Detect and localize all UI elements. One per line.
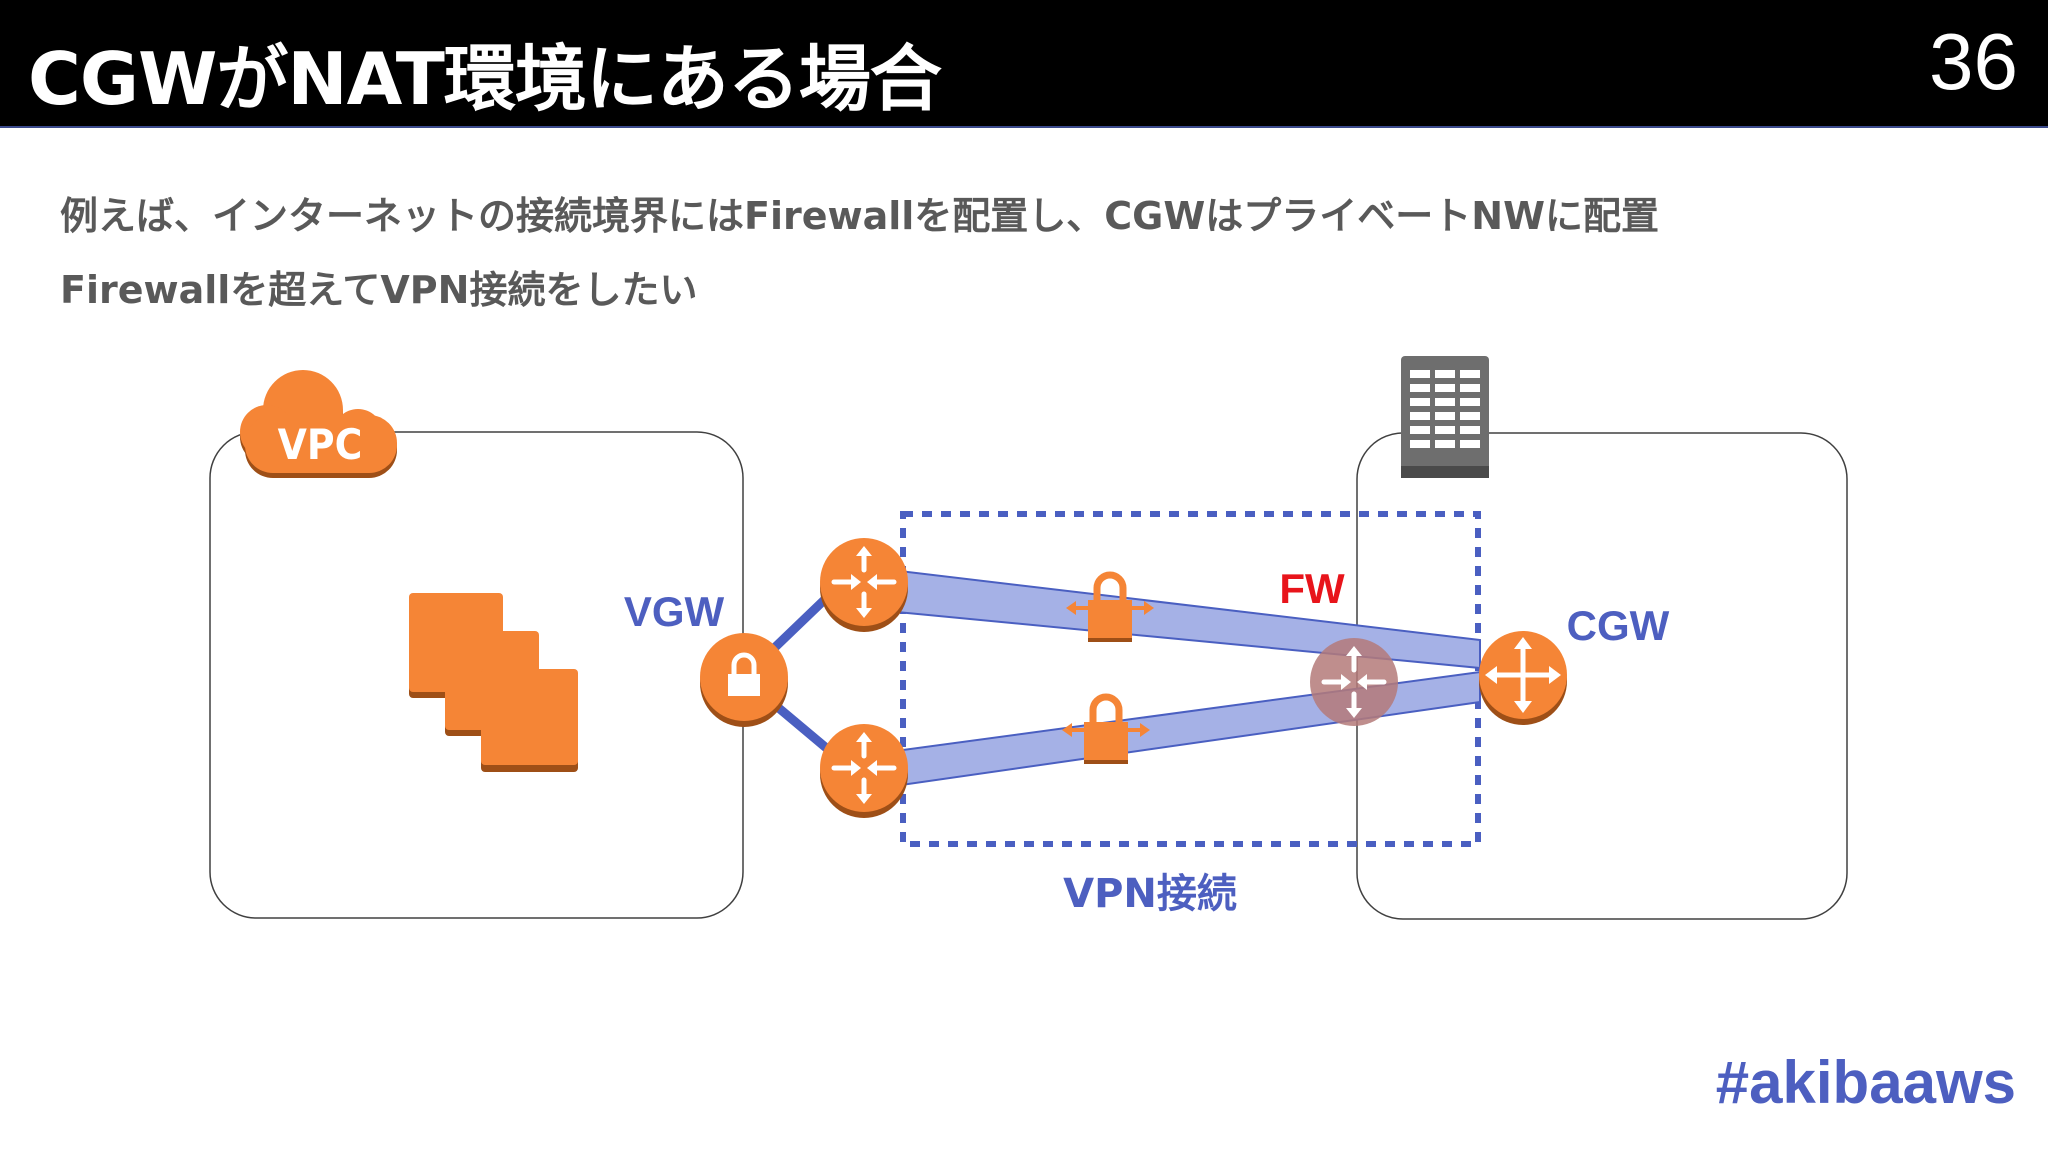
event-hashtag: #akibaaws [1715,1049,2016,1116]
vpc-cloud-icon [240,370,397,478]
vpn-connection-boundary [900,511,1481,847]
vgw-icon [700,633,788,727]
vpc-label: VPC [278,420,363,469]
firewall-icon [1310,638,1398,726]
cgw-label: CGW [1567,602,1670,649]
slide-title: CGWがNAT環境にある場合 [28,37,942,121]
corporate-datacenter-icon [1401,356,1489,478]
title-bar: CGWがNAT環境にある場合 36 [0,0,2048,128]
vpn-tunnel-1 [865,565,1481,670]
vpn-connection-label: VPN接続 [1063,871,1237,917]
cgw-icon [1479,631,1567,725]
router-icon-lower [820,724,908,818]
page-number: 36 [1929,17,2018,106]
vgw-label: VGW [624,588,725,635]
body-text-line-1: 例えば、インターネットの接続境界にはFirewallを配置し、CGWはプライベー… [60,194,1660,238]
fw-label: FW [1279,565,1345,612]
router-icon-upper [820,538,908,632]
ec2-instances-icon [409,593,578,772]
body-text-line-2: Firewallを超えてVPN接続をしたい [60,268,698,312]
